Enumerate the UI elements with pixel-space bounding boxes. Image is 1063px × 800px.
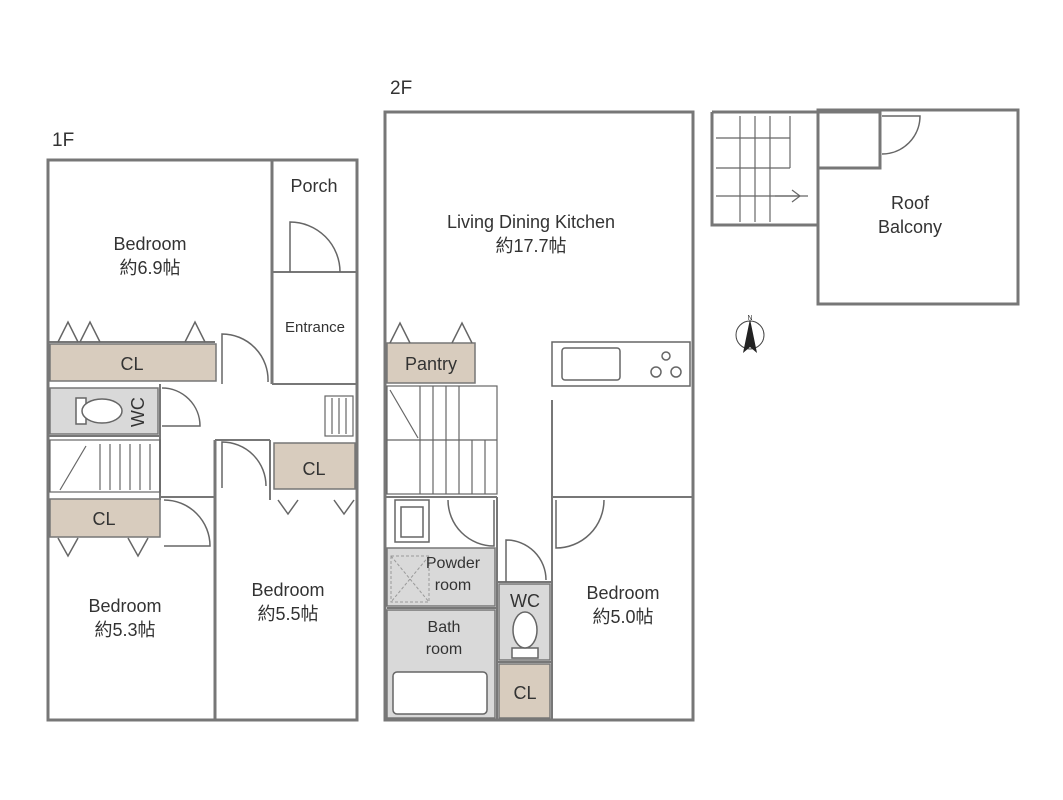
- roof-balcony-label: Roof Balcony: [850, 191, 970, 240]
- wc-1f-label: WC: [127, 397, 148, 428]
- bedroom-2f-size: 約5.0帖: [592, 607, 654, 628]
- bedroom-1f-c-label: Bedroom 約5.5帖: [218, 578, 358, 627]
- wc-2f-label: WC: [510, 591, 540, 611]
- bedroom-1f-b-name: Bedroom: [88, 596, 162, 616]
- roof-door-swing: [881, 115, 921, 155]
- pantry-block: [386, 342, 476, 384]
- sink-icon: [561, 347, 621, 381]
- compass-icon: [735, 319, 765, 353]
- ldk-label: Living Dining Kitchen 約17.7帖: [400, 210, 662, 259]
- closet-door-marks: [57, 320, 355, 558]
- door-swings-2f: [447, 499, 605, 582]
- floor-label-1f: 1F: [52, 130, 75, 151]
- closet-3-label: CL: [302, 459, 326, 479]
- bedroom-2f-label: Bedroom 約5.0帖: [554, 581, 692, 630]
- toilet-1f-icon: [75, 397, 123, 425]
- kitchen-counter: [551, 341, 691, 387]
- closet-3-block: [273, 442, 356, 490]
- compass-label: N: [747, 315, 753, 322]
- bath-room-label: Bath room: [404, 617, 484, 660]
- powder-room-line-2: room: [434, 576, 472, 594]
- porch-label: Porch: [290, 176, 338, 196]
- bedroom-1f-c-name: Bedroom: [251, 580, 325, 600]
- powder-room-line-1: Powder: [425, 555, 481, 572]
- bath-room-line-1: Bath: [427, 619, 461, 636]
- stove-icon: [650, 366, 662, 378]
- bedroom-2f-name: Bedroom: [586, 583, 660, 603]
- door-swings-1f: [161, 221, 341, 547]
- second-floor-outer-wall: [383, 110, 695, 722]
- closet-2-block: [49, 498, 161, 538]
- roof-balcony-line-1: Roof: [890, 193, 930, 213]
- toilet-2f-icon: [511, 647, 539, 659]
- bedroom-1f-b-label: Bedroom 約5.3帖: [55, 594, 195, 643]
- closet-2-label: CL: [92, 509, 116, 529]
- pantry-label: Pantry: [404, 354, 458, 374]
- first-floor-plan: [46, 158, 359, 722]
- bedroom-1f-a-name: Bedroom: [113, 234, 187, 254]
- closet-1-label: CL: [120, 354, 144, 374]
- bedroom-1f-c-size: 約5.5帖: [257, 604, 319, 625]
- floor-label-2f: 2F: [390, 78, 413, 99]
- roof-balcony-line-2: Balcony: [877, 217, 943, 238]
- bedroom-1f-a-size: 約6.9帖: [119, 258, 181, 279]
- powder-room-label: Powder room: [416, 553, 490, 596]
- closet-1-block: [49, 343, 217, 382]
- roof-plan: [710, 108, 1020, 306]
- ldk-name: Living Dining Kitchen: [446, 212, 616, 232]
- bathtub-icon: [392, 671, 488, 715]
- stairs-1f: [49, 395, 354, 493]
- bedroom-1f-a-label: Bedroom 約6.9帖: [80, 232, 220, 281]
- bath-room-line-2: room: [425, 640, 463, 658]
- closet-2f-label: CL: [513, 683, 537, 703]
- closet-2f-block: [498, 663, 551, 719]
- entrance-label: Entrance: [284, 319, 346, 336]
- roof-stairs: [716, 116, 808, 222]
- powder-room-block: [386, 547, 496, 607]
- stairs-2f: [386, 385, 498, 495]
- bedroom-1f-b-size: 約5.3帖: [94, 620, 156, 641]
- first-floor-outer-wall: [46, 158, 359, 722]
- ldk-size: 約17.7帖: [495, 236, 567, 257]
